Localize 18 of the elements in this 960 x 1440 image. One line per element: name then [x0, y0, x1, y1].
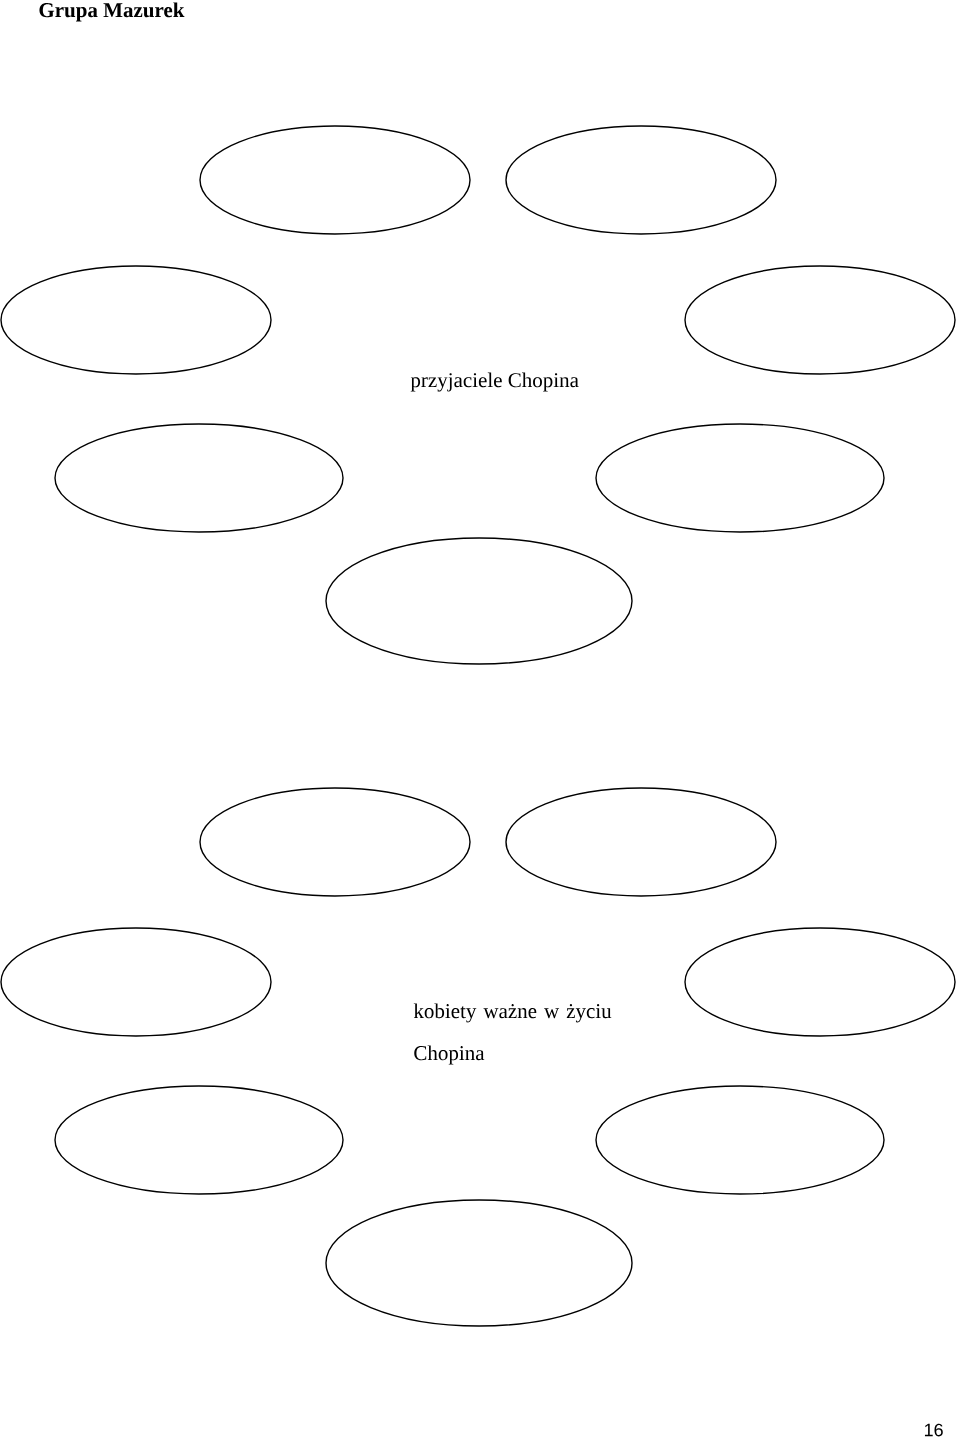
empty-ellipse [199, 787, 471, 897]
empty-ellipse [325, 1199, 633, 1327]
empty-ellipse [684, 265, 956, 375]
empty-ellipse [684, 927, 956, 1037]
empty-ellipse [0, 927, 272, 1037]
empty-ellipse [595, 423, 885, 533]
empty-ellipse [54, 1085, 344, 1195]
heading-text: kobiety ważne w życiu Chopina [413, 1003, 612, 1065]
empty-ellipse [54, 423, 344, 533]
empty-ellipse [325, 537, 633, 665]
empty-ellipse [199, 125, 471, 235]
empty-ellipse [505, 125, 777, 235]
page-number: 16 [924, 1423, 943, 1437]
heading-text: przyjaciele Chopina [410, 372, 579, 392]
title: Grupa Mazurek [39, 2, 185, 22]
empty-ellipse [595, 1085, 885, 1195]
empty-ellipse [0, 265, 272, 375]
empty-ellipse [505, 787, 777, 897]
